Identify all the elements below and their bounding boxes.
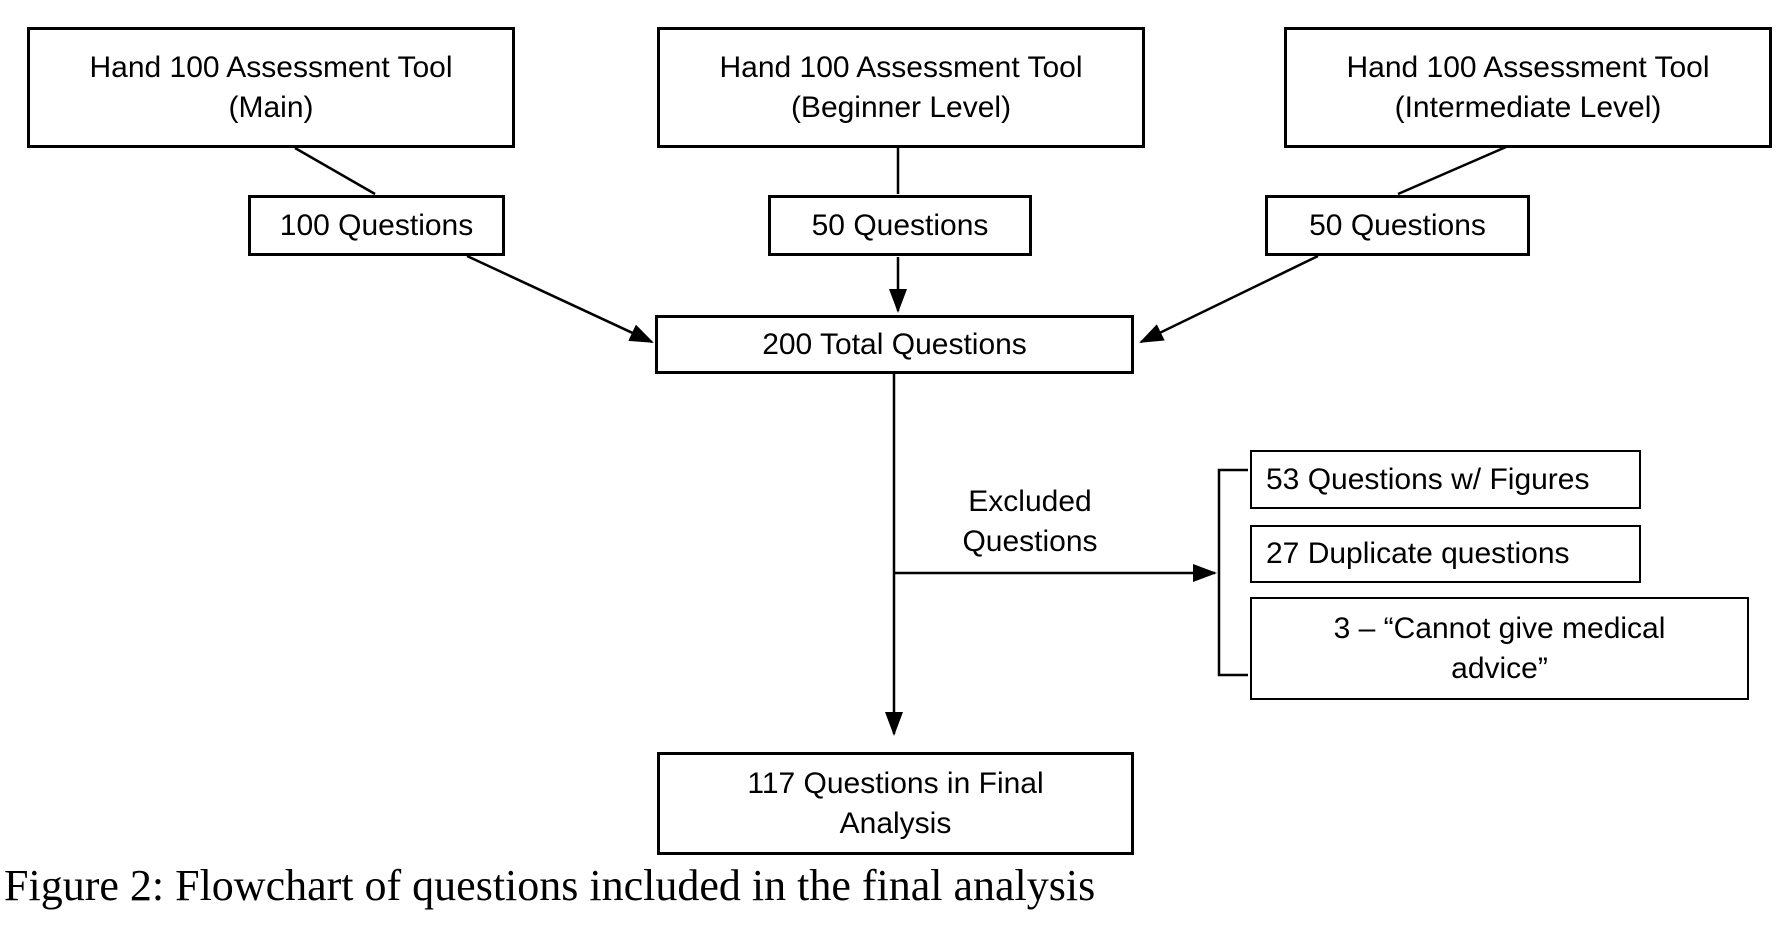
box-hand100-intermediate-line2: (Intermediate Level): [1394, 90, 1662, 124]
box-3-cannot-give-medical-advice-line2: advice”: [1451, 651, 1548, 685]
box-50-questions-intermediate-label: 50 Questions: [1309, 208, 1486, 242]
box-117-final-analysis-line1: 117 Questions in Final: [747, 766, 1044, 800]
box-hand100-intermediate: Hand 100 Assessment Tool (Intermediate L…: [1284, 27, 1772, 148]
excluded-questions-label: Excluded Questions: [930, 482, 1130, 562]
box-117-final-analysis-line2: Analysis: [839, 806, 952, 840]
arrow-50q-intermediate-to-total: [1139, 254, 1319, 344]
excluded-questions-label-line2: Questions: [962, 525, 1098, 558]
box-50-questions-beginner: 50 Questions: [768, 195, 1032, 256]
box-50-questions-beginner-label: 50 Questions: [811, 208, 989, 242]
box-117-final-analysis: 117 Questions in Final Analysis: [657, 752, 1134, 855]
box-3-cannot-give-medical-advice: 3 – “Cannot give medical advice”: [1250, 597, 1749, 700]
box-hand100-intermediate-line1: Hand 100 Assessment Tool: [1346, 50, 1710, 84]
arrow-100q-to-total: [466, 254, 654, 344]
excluded-questions-label-line1: Excluded: [968, 485, 1092, 518]
connector-main-to-100q: [294, 146, 376, 196]
excluded-bracket: [1217, 468, 1248, 677]
box-hand100-beginner-line2: (Beginner Level): [790, 90, 1012, 124]
connector-intermediate-to-50q: [1397, 145, 1507, 196]
box-200-total-questions-label: 200 Total Questions: [762, 327, 1027, 361]
box-27-duplicate-questions: 27 Duplicate questions: [1250, 525, 1641, 583]
box-hand100-main: Hand 100 Assessment Tool (Main): [27, 27, 515, 148]
box-53-questions-figures: 53 Questions w/ Figures: [1250, 450, 1641, 509]
box-hand100-main-line2: (Main): [228, 90, 314, 124]
figure-caption: Figure 2: Flowchart of questions include…: [4, 861, 1096, 910]
box-27-duplicate-questions-label: 27 Duplicate questions: [1266, 537, 1570, 570]
box-3-cannot-give-medical-advice-line1: 3 – “Cannot give medical: [1333, 611, 1666, 645]
box-hand100-beginner: Hand 100 Assessment Tool (Beginner Level…: [657, 27, 1145, 148]
box-hand100-main-line1: Hand 100 Assessment Tool: [89, 50, 453, 84]
box-50-questions-intermediate: 50 Questions: [1265, 195, 1530, 256]
box-100-questions: 100 Questions: [248, 195, 505, 256]
box-hand100-beginner-line1: Hand 100 Assessment Tool: [719, 50, 1083, 84]
box-200-total-questions: 200 Total Questions: [655, 315, 1134, 374]
box-100-questions-label: 100 Questions: [279, 208, 474, 242]
box-53-questions-figures-label: 53 Questions w/ Figures: [1266, 462, 1590, 496]
